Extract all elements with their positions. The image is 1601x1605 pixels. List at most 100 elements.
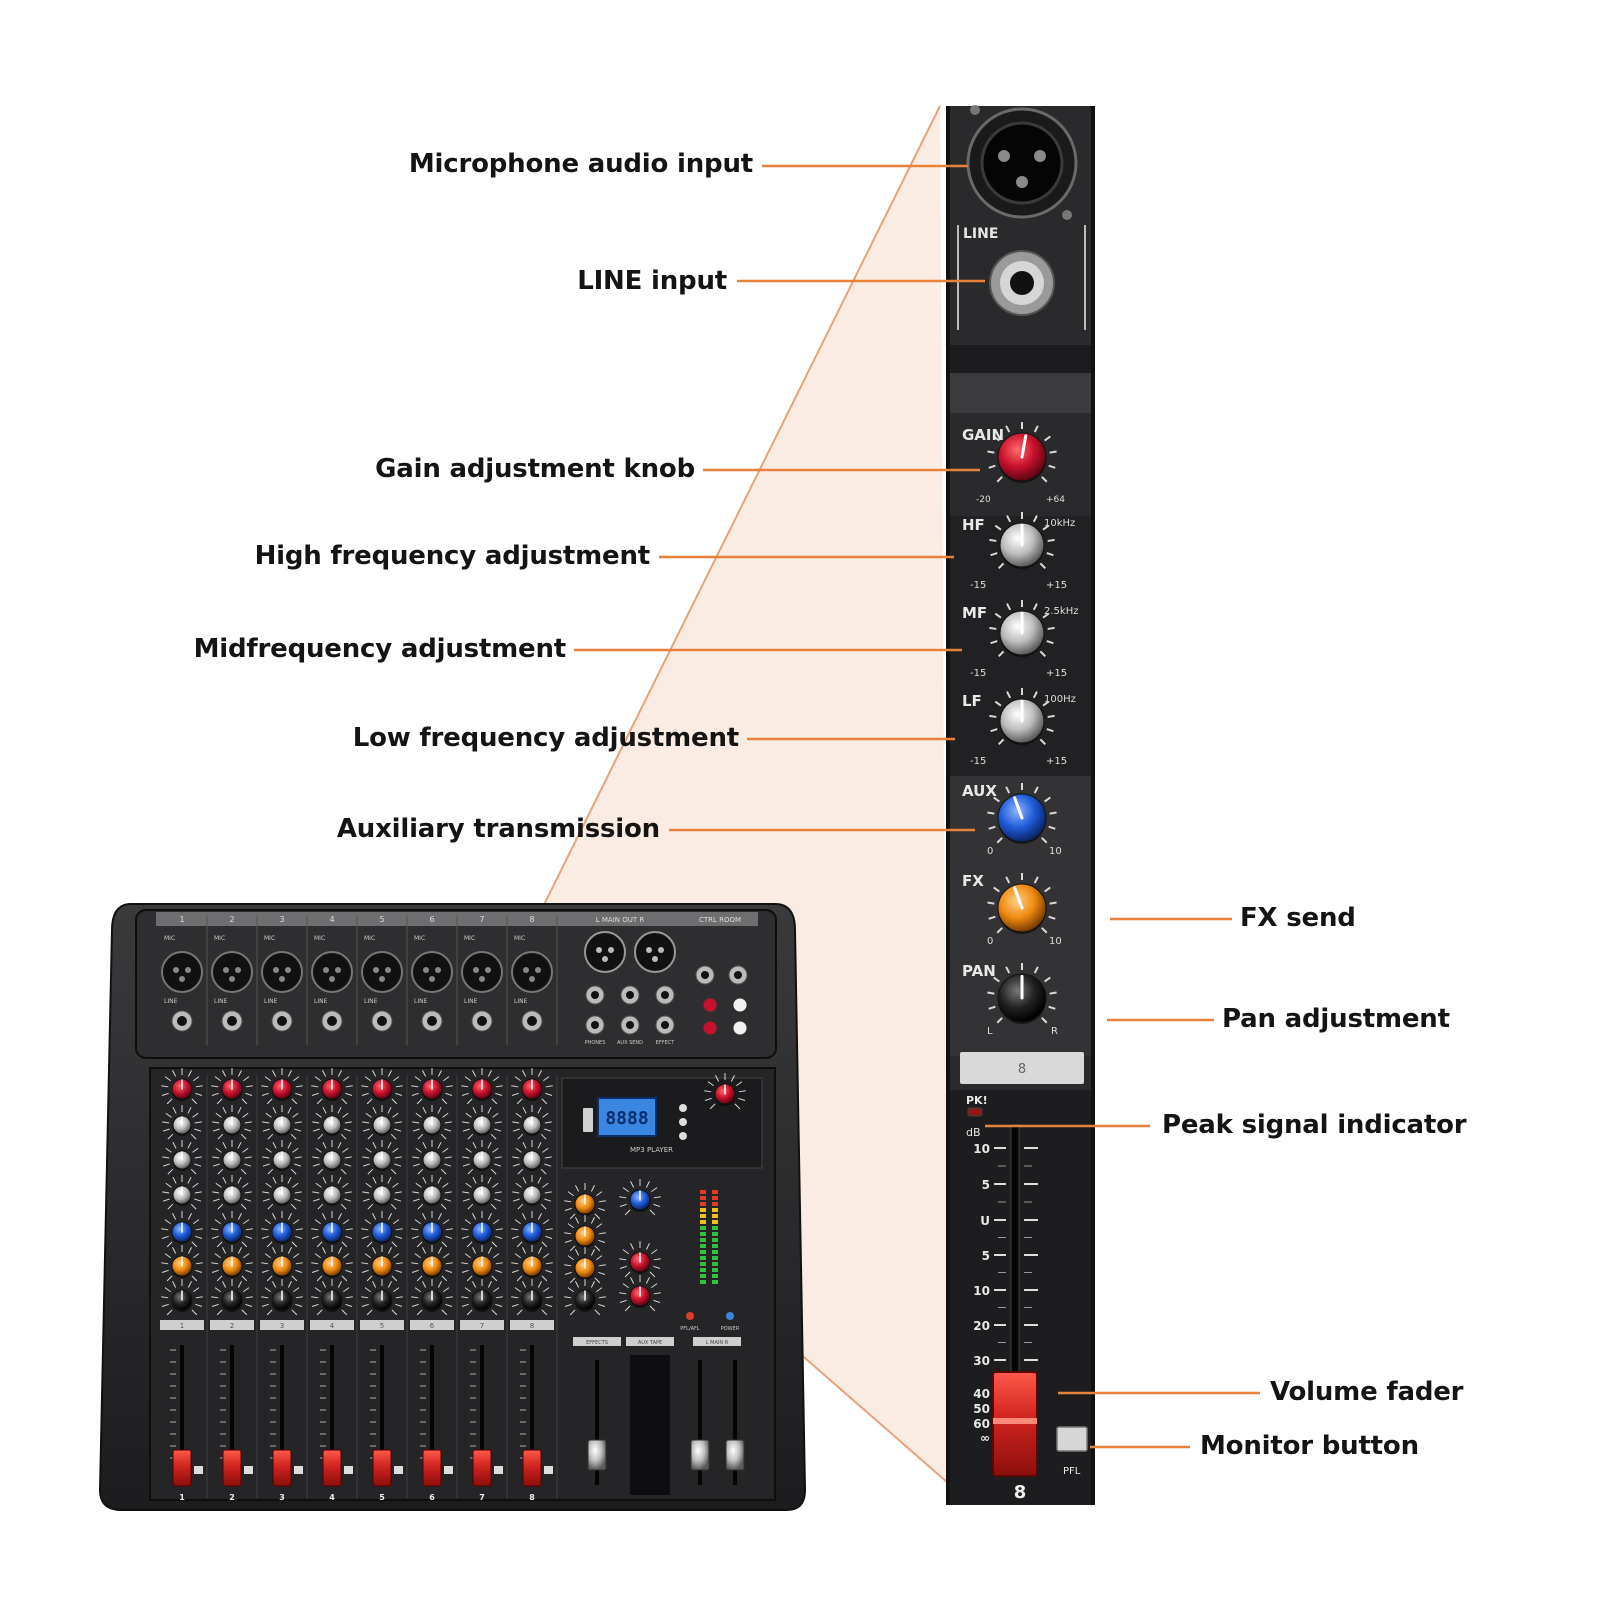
mixer-knob[interactable] [511,1068,553,1105]
mixer-knob[interactable] [461,1279,503,1316]
mixer-pfl-button[interactable] [244,1466,253,1474]
mixer-knob[interactable] [311,1211,353,1248]
mixer-knob[interactable] [161,1245,203,1282]
mixer-knob[interactable] [212,1140,252,1175]
mixer-knob[interactable] [512,1105,552,1140]
mixer-knob[interactable] [312,1140,352,1175]
pfl-button[interactable] [1056,1426,1088,1452]
mixer-line-jack[interactable] [321,1010,343,1032]
xlr-input-jack[interactable] [966,105,1078,220]
mixer-xlr-jack[interactable] [161,951,203,993]
mixer-knob[interactable] [211,1279,253,1316]
mixer-xlr-jack[interactable] [461,951,503,993]
master-knob[interactable] [564,1247,606,1284]
mixer-knob[interactable] [462,1105,502,1140]
mixer-fader-cap[interactable] [222,1449,242,1487]
mp3-button[interactable] [679,1104,687,1112]
mixer-pfl-button[interactable] [344,1466,353,1474]
mixer-knob[interactable] [462,1175,502,1210]
mixer-knob[interactable] [362,1105,402,1140]
mixer-fader-cap[interactable] [522,1449,542,1487]
aux-knob[interactable] [987,783,1057,844]
master-knob[interactable] [704,1073,746,1110]
master-fader-cap[interactable] [690,1439,710,1471]
mixer-knob[interactable] [261,1068,303,1105]
mixer-knob[interactable] [511,1279,553,1316]
mixer-xlr-jack[interactable] [411,951,453,993]
mixer-knob[interactable] [311,1245,353,1282]
hf-knob[interactable] [989,512,1055,570]
mixer-line-jack[interactable] [171,1010,193,1032]
line-input-jack[interactable] [989,250,1055,316]
rca-jack[interactable] [732,997,748,1013]
mixer-knob[interactable] [512,1140,552,1175]
mixer-knob[interactable] [511,1211,553,1248]
mixer-knob[interactable] [161,1211,203,1248]
mixer-knob[interactable] [312,1175,352,1210]
mixer-trs-jack[interactable] [695,965,715,985]
mixer-knob[interactable] [412,1175,452,1210]
main-out-xlr[interactable] [584,931,626,973]
rca-jack[interactable] [732,1020,748,1036]
mixer-knob[interactable] [162,1105,202,1140]
mixer-trs-jack[interactable] [655,1015,675,1035]
mixer-line-jack[interactable] [221,1010,243,1032]
mixer-knob[interactable] [262,1140,302,1175]
mixer-knob[interactable] [461,1211,503,1248]
mixer-knob[interactable] [161,1279,203,1316]
mixer-line-jack[interactable] [521,1010,543,1032]
mixer-fader-cap[interactable] [272,1449,292,1487]
mixer-knob[interactable] [262,1105,302,1140]
mixer-knob[interactable] [411,1245,453,1282]
master-knob[interactable] [619,1275,661,1312]
mf-knob[interactable] [989,600,1055,658]
fx-knob[interactable] [987,873,1057,934]
mixer-pfl-button[interactable] [394,1466,403,1474]
mixer-knob[interactable] [211,1245,253,1282]
mixer-xlr-jack[interactable] [211,951,253,993]
mixer-fader-cap[interactable] [172,1449,192,1487]
lf-knob[interactable] [989,688,1055,746]
mp3-button[interactable] [679,1118,687,1126]
mixer-knob[interactable] [412,1105,452,1140]
mixer-pfl-button[interactable] [544,1466,553,1474]
gain-knob[interactable] [987,422,1057,483]
mixer-knob[interactable] [162,1140,202,1175]
volume-fader-cap[interactable] [992,1371,1038,1477]
mixer-knob[interactable] [212,1105,252,1140]
mixer-trs-jack[interactable] [620,985,640,1005]
master-knob[interactable] [564,1279,606,1316]
mixer-xlr-jack[interactable] [511,951,553,993]
mixer-knob[interactable] [461,1068,503,1105]
mixer-line-jack[interactable] [271,1010,293,1032]
main-out-xlr[interactable] [634,931,676,973]
mixer-knob[interactable] [411,1068,453,1105]
mixer-fader-cap[interactable] [422,1449,442,1487]
mixer-knob[interactable] [261,1211,303,1248]
mixer-xlr-jack[interactable] [261,951,303,993]
mixer-fader-cap[interactable] [372,1449,392,1487]
mixer-knob[interactable] [511,1245,553,1282]
mixer-knob[interactable] [162,1175,202,1210]
mixer-fader-cap[interactable] [322,1449,342,1487]
mixer-xlr-jack[interactable] [311,951,353,993]
mixer-trs-jack[interactable] [620,1015,640,1035]
rca-jack[interactable] [702,997,718,1013]
mixer-knob[interactable] [361,1211,403,1248]
master-knob[interactable] [619,1179,661,1216]
mixer-knob[interactable] [411,1279,453,1316]
mixer-knob[interactable] [262,1175,302,1210]
mixer-knob[interactable] [512,1175,552,1210]
mixer-line-jack[interactable] [471,1010,493,1032]
mixer-trs-jack[interactable] [585,985,605,1005]
mixer-fader-cap[interactable] [472,1449,492,1487]
mixer-pfl-button[interactable] [294,1466,303,1474]
mixer-knob[interactable] [361,1279,403,1316]
mixer-pfl-button[interactable] [494,1466,503,1474]
mixer-knob[interactable] [411,1211,453,1248]
mp3-button[interactable] [679,1132,687,1140]
master-fader-cap[interactable] [725,1439,745,1471]
mixer-knob[interactable] [362,1175,402,1210]
mixer-xlr-jack[interactable] [361,951,403,993]
master-knob[interactable] [564,1183,606,1220]
